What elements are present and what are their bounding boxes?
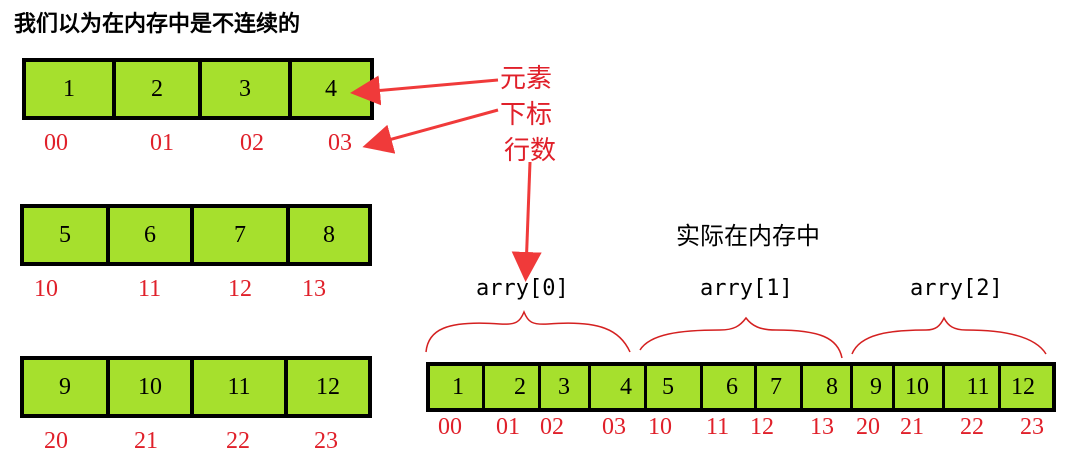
- memory-cell: 9: [870, 373, 882, 400]
- brace-group-0: [425, 309, 631, 353]
- cell-divider: [754, 366, 757, 408]
- brace-group-2: [851, 316, 1047, 355]
- cell-divider: [644, 366, 647, 408]
- array-row-0: 1 2 3 4: [22, 58, 374, 120]
- arrow-to-index: [362, 108, 499, 154]
- memory-index: 12: [750, 414, 774, 440]
- cell-divider: [942, 366, 945, 408]
- memory-cell: 1: [452, 373, 464, 400]
- index-label-annotation: 下标: [500, 100, 553, 130]
- index-label: 00: [44, 130, 68, 156]
- page-title: 我们以为在内存中是不连续的: [14, 12, 301, 37]
- arrow-to-row: [511, 161, 542, 282]
- memory-cell: 8: [826, 373, 838, 400]
- group-label: arry[1]: [700, 276, 793, 301]
- index-label: 13: [302, 276, 326, 302]
- memory-cell: 7: [770, 373, 782, 400]
- array-cell: 7: [194, 208, 290, 262]
- memory-index: 10: [648, 414, 672, 440]
- memory-index: 02: [540, 414, 564, 440]
- memory-index: 22: [960, 414, 984, 440]
- array-cell: 3: [202, 62, 292, 116]
- memory-cell: 12: [1011, 373, 1035, 400]
- memory-index: 13: [810, 414, 834, 440]
- index-label: 20: [44, 428, 68, 454]
- element-label: 元素: [500, 64, 553, 94]
- index-label: 11: [138, 276, 162, 302]
- memory-cell: 10: [905, 373, 929, 400]
- memory-index: 11: [706, 414, 730, 440]
- memory-strip: 1 2 3 4 5 6 7 8 9 10 11 12: [426, 362, 1056, 412]
- memory-index: 03: [602, 414, 626, 440]
- array-cell: 8: [323, 221, 335, 248]
- memory-cell: 11: [966, 373, 990, 400]
- memory-cell: 3: [558, 373, 570, 400]
- index-label: 23: [314, 428, 338, 454]
- index-label: 21: [134, 428, 158, 454]
- cell-divider: [588, 366, 591, 408]
- array-cell: 12: [316, 373, 340, 400]
- memory-cell: 6: [726, 373, 738, 400]
- arrow-to-element: [350, 75, 499, 106]
- array-cell: 6: [110, 208, 194, 262]
- index-label: 10: [34, 276, 58, 302]
- array-cell: 11: [194, 360, 288, 414]
- array-cell: 9: [24, 360, 110, 414]
- array-row-2: 9 10 11 12: [20, 356, 372, 418]
- group-label: arry[2]: [910, 276, 1003, 301]
- array-cell: 4: [325, 75, 337, 102]
- index-label: 01: [150, 130, 174, 156]
- index-label: 03: [328, 130, 352, 156]
- memory-title: 实际在内存中: [676, 222, 820, 250]
- array-row-1: 5 6 7 8: [20, 204, 372, 266]
- index-label: 12: [228, 276, 252, 302]
- memory-index: 00: [438, 414, 462, 440]
- array-cell: 5: [24, 208, 110, 262]
- memory-index: 01: [496, 414, 520, 440]
- memory-index: 20: [856, 414, 880, 440]
- memory-cell: 4: [620, 373, 632, 400]
- memory-cell: 2: [514, 373, 526, 400]
- memory-cell: 5: [662, 373, 674, 400]
- array-cell: 10: [110, 360, 194, 414]
- memory-index: 21: [900, 414, 924, 440]
- row-count-label: 行数: [504, 136, 557, 166]
- index-label: 22: [226, 428, 250, 454]
- array-cell: 2: [116, 62, 202, 116]
- brace-group-1: [639, 316, 843, 359]
- array-cell: 1: [26, 62, 116, 116]
- index-label: 02: [240, 130, 264, 156]
- cell-divider: [800, 366, 803, 408]
- cell-divider: [998, 366, 1001, 408]
- cell-divider: [892, 366, 895, 408]
- cell-divider: [538, 366, 541, 408]
- cell-divider: [850, 366, 853, 408]
- cell-divider: [700, 366, 703, 408]
- cell-divider: [482, 366, 485, 408]
- memory-index: 23: [1020, 414, 1044, 440]
